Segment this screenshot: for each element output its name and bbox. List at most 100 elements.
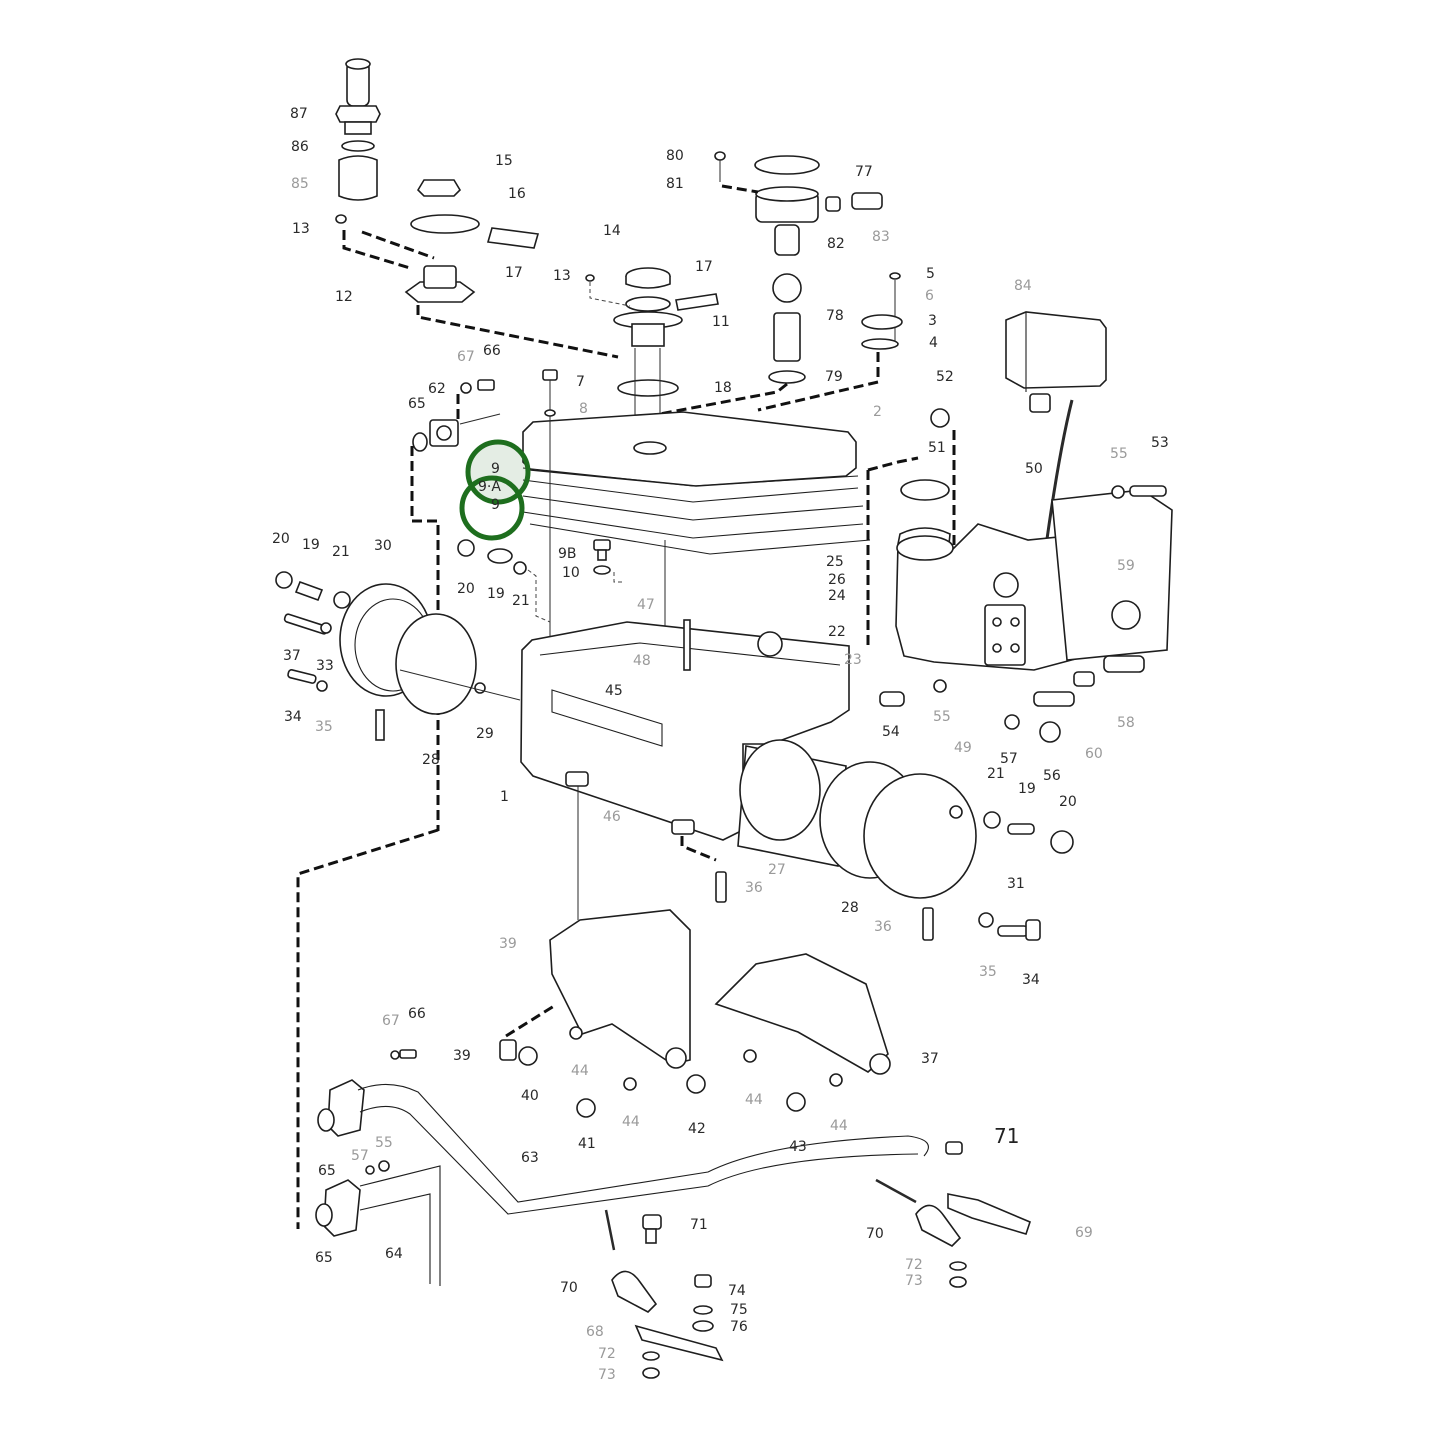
- part-label-10: 10: [562, 565, 580, 581]
- part-label-9: 9: [491, 461, 500, 477]
- part-label-44c: 44: [745, 1092, 763, 1108]
- part-label-34b: 34: [1022, 972, 1040, 988]
- part-label-21c: 21: [987, 766, 1005, 782]
- part-label-35b: 35: [979, 964, 997, 980]
- part-label-39b: 39: [453, 1048, 471, 1064]
- part-label-70a: 70: [866, 1226, 884, 1242]
- part-label-65c: 65: [315, 1250, 333, 1266]
- part-label-49: 49: [954, 740, 972, 756]
- part-label-82: 82: [827, 236, 845, 252]
- part-label-17b: 17: [695, 259, 713, 275]
- part-label-37a: 37: [283, 648, 301, 664]
- highlight-circle-9A: [459, 475, 525, 541]
- part-label-74: 74: [728, 1283, 746, 1299]
- part-label-21b: 21: [512, 593, 530, 609]
- highlight-circle-9: [465, 439, 531, 505]
- part-label-28b: 28: [841, 900, 859, 916]
- part-label-21a: 21: [332, 544, 350, 560]
- part-label-83: 83: [872, 229, 890, 245]
- valve-assembly: [616, 151, 883, 424]
- part-label-45: 45: [605, 683, 623, 699]
- part-label-46: 46: [603, 809, 621, 825]
- screw-9b: [593, 539, 624, 583]
- part-label-22: 22: [828, 624, 846, 640]
- part-label-2: 2: [873, 404, 882, 420]
- part-label-65a: 65: [408, 396, 426, 412]
- part-label-50: 50: [1025, 461, 1043, 477]
- part-label-64: 64: [385, 1246, 403, 1262]
- part-label-15: 15: [495, 153, 513, 169]
- part-label-12: 12: [335, 289, 353, 305]
- part-label-48: 48: [633, 653, 651, 669]
- part-label-28a: 28: [422, 752, 440, 768]
- part-label-17a: 17: [505, 265, 523, 281]
- part-label-9A: 9·A: [478, 479, 501, 495]
- bolt-7: [542, 369, 558, 418]
- part-label-20c: 20: [1059, 794, 1077, 810]
- part-label-13b: 13: [553, 268, 571, 284]
- cap-stack: [757, 272, 903, 412]
- part-label-29: 29: [476, 726, 494, 742]
- part-label-73b: 73: [598, 1367, 616, 1383]
- part-label-44d: 44: [830, 1118, 848, 1134]
- part-label-85: 85: [291, 176, 309, 192]
- part-label-44b: 44: [622, 1114, 640, 1130]
- part-label-86: 86: [291, 139, 309, 155]
- part-label-55a: 55: [1110, 446, 1128, 462]
- part-label-25: 25: [826, 554, 844, 570]
- part-label-57b: 57: [351, 1148, 369, 1164]
- part-label-71a: 71: [994, 1124, 1019, 1148]
- part-label-24: 24: [828, 588, 846, 604]
- part-label-7: 7: [576, 374, 585, 390]
- part-label-8: 8: [579, 401, 588, 417]
- part-label-42: 42: [688, 1121, 706, 1137]
- end-cover-left: [275, 539, 551, 741]
- part-label-30: 30: [374, 538, 392, 554]
- side-block: [879, 408, 1173, 743]
- part-label-68: 68: [586, 1324, 604, 1340]
- part-label-72b: 72: [598, 1346, 616, 1362]
- assembly-line-left: [296, 828, 439, 1229]
- part-label-33: 33: [316, 658, 334, 674]
- part-label-36a: 36: [745, 880, 763, 896]
- part-label-54: 54: [882, 724, 900, 740]
- part-label-35a: 35: [315, 719, 333, 735]
- part-label-70b: 70: [560, 1280, 578, 1296]
- pump-head-assembly: [585, 267, 719, 420]
- part-label-58: 58: [1117, 715, 1135, 731]
- part-label-41: 41: [578, 1136, 596, 1152]
- part-label-77: 77: [855, 164, 873, 180]
- part-label-55b: 55: [933, 709, 951, 725]
- cylinder-assembly: [737, 739, 1074, 899]
- sensors-36: [680, 836, 1041, 941]
- part-label-39a: 39: [499, 936, 517, 952]
- part-label-81: 81: [666, 176, 684, 192]
- part-label-1: 1: [500, 789, 509, 805]
- part-label-4: 4: [929, 335, 938, 351]
- part-label-11: 11: [712, 314, 730, 330]
- part-label-53: 53: [1151, 435, 1169, 451]
- part-label-18: 18: [714, 380, 732, 396]
- part-label-67b: 67: [382, 1013, 400, 1029]
- part-label-44a: 44: [571, 1063, 589, 1079]
- part-label-69: 69: [1075, 1225, 1093, 1241]
- part-label-78: 78: [826, 308, 844, 324]
- part-label-37b: 37: [921, 1051, 939, 1067]
- part-label-73a: 73: [905, 1273, 923, 1289]
- part-label-66b: 66: [408, 1006, 426, 1022]
- part-label-26: 26: [828, 572, 846, 588]
- part-label-23: 23: [844, 652, 862, 668]
- part-label-19a: 19: [302, 537, 320, 553]
- top-cover-and-gaskets: [522, 411, 919, 650]
- exhaust-pipes: [315, 1049, 929, 1286]
- part-label-13a: 13: [292, 221, 310, 237]
- part-label-9c: 9: [491, 497, 500, 513]
- part-label-36b: 36: [874, 919, 892, 935]
- part-label-62: 62: [428, 381, 446, 397]
- part-label-67a: 67: [457, 349, 475, 365]
- pipe-clamps: [604, 1141, 1031, 1379]
- part-label-19b: 19: [487, 586, 505, 602]
- part-label-51: 51: [928, 440, 946, 456]
- part-label-31: 31: [1007, 876, 1025, 892]
- part-label-72a: 72: [905, 1257, 923, 1273]
